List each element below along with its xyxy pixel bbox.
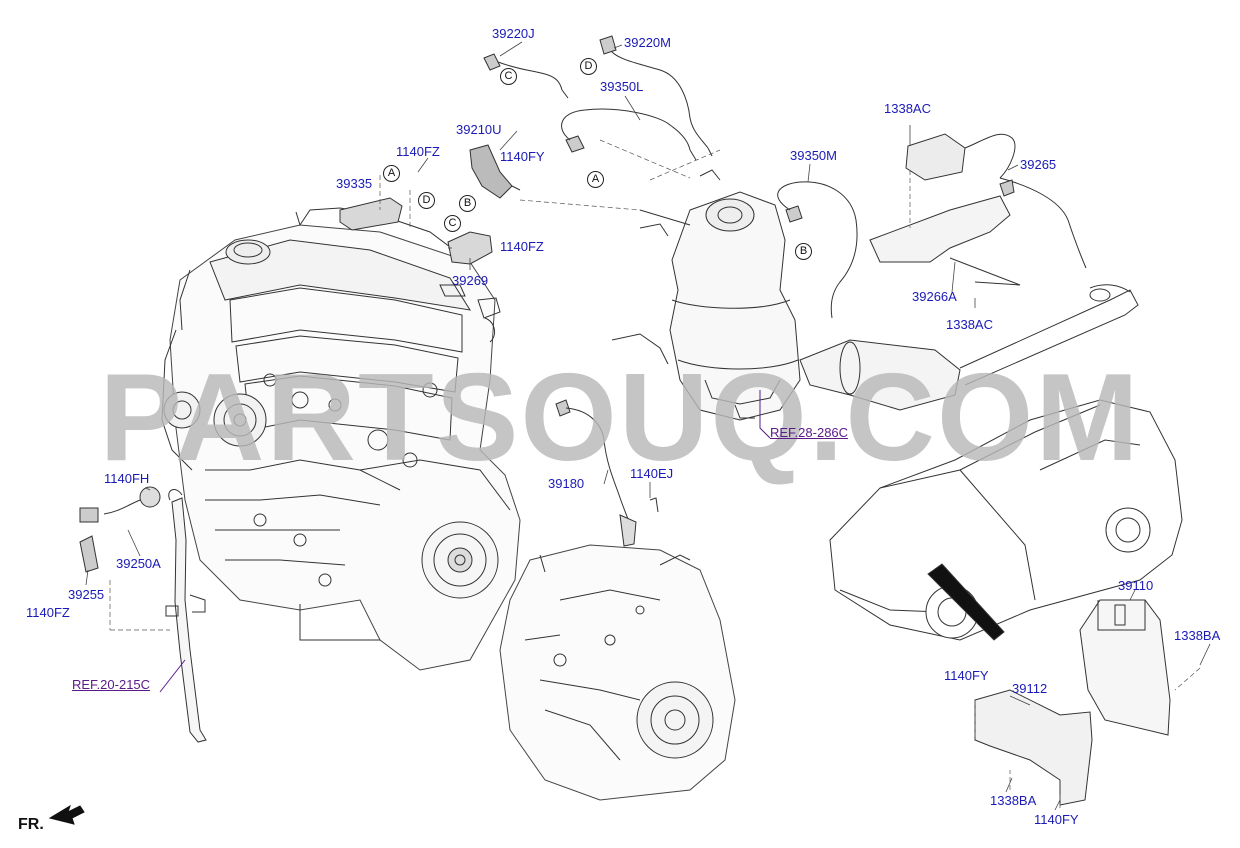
oxygen-sensor-39220M	[599, 35, 713, 157]
nox-sensor-39265	[905, 133, 1087, 269]
label-39266a[interactable]: 39266A	[912, 289, 957, 304]
harness-39350M	[777, 181, 858, 319]
label-1140fh[interactable]: 1140FH	[104, 471, 150, 486]
label-39180[interactable]: 39180	[548, 476, 585, 491]
bracket-39255	[79, 535, 99, 573]
label-1338ac-bottom[interactable]: 1338AC	[946, 317, 993, 332]
callout-d-top: D	[580, 58, 597, 75]
watermark: PARTSOUQ.COM	[99, 349, 1141, 487]
label-39265[interactable]: 39265	[1020, 157, 1057, 172]
callout-b-left: B	[459, 195, 476, 212]
bracket-39335	[339, 197, 403, 231]
exhaust-pipe	[799, 284, 1139, 411]
label-39269[interactable]: 39269	[452, 273, 489, 288]
callout-a-mid: A	[587, 171, 604, 188]
label-39112[interactable]: 39112	[1012, 681, 1048, 696]
bracket-39266A	[869, 195, 1021, 286]
label-1140fy-left[interactable]: 1140FY	[944, 668, 989, 683]
label-1140fz-bottom[interactable]: 1140FZ	[26, 605, 70, 620]
label-1338ba-bottom[interactable]: 1338BA	[990, 793, 1037, 808]
label-1338ac-top[interactable]: 1338AC	[884, 101, 931, 116]
front-arrow-icon	[48, 804, 85, 825]
label-1140ej[interactable]: 1140EJ	[630, 466, 674, 481]
label-1140fy-bottom[interactable]: 1140FY	[1034, 812, 1079, 827]
label-39335[interactable]: 39335	[336, 176, 373, 191]
label-39250a[interactable]: 39250A	[116, 556, 161, 571]
label-39350m[interactable]: 39350M	[790, 148, 837, 163]
dashed-guides	[109, 139, 1201, 810]
ecu-bracket-39112	[974, 689, 1093, 806]
label-39350l[interactable]: 39350L	[600, 79, 644, 94]
label-39220m[interactable]: 39220M	[624, 35, 671, 50]
label-1140fz-mid[interactable]: 1140FZ	[500, 239, 544, 254]
leader-lines	[85, 41, 1211, 811]
catalytic-converter	[611, 169, 801, 421]
label-39110[interactable]: 39110	[1118, 578, 1154, 593]
callout-c-top: C	[500, 68, 517, 85]
sensor-39180	[555, 399, 659, 547]
callout-a-left: A	[383, 165, 400, 182]
label-39255[interactable]: 39255	[68, 587, 105, 602]
oxygen-sensor-39220J	[483, 53, 569, 99]
knock-sensor-39250A	[79, 486, 161, 523]
label-1140fz-top[interactable]: 1140FZ	[396, 144, 440, 159]
label-1338ba-right[interactable]: 1338BA	[1174, 628, 1221, 643]
ref-20-215c-link[interactable]: REF.20-215C	[72, 677, 151, 692]
callout-d-left: D	[418, 192, 435, 209]
dipstick-tube	[165, 489, 207, 743]
front-orientation-label: FR.	[18, 816, 44, 833]
transmission-assembly	[499, 544, 736, 801]
bracket-39269	[447, 231, 493, 265]
label-39220j[interactable]: 39220J	[492, 26, 535, 41]
callout-b-right: B	[795, 243, 812, 260]
ref-20-215c-pointer	[159, 659, 186, 693]
label-39210u[interactable]: 39210U	[456, 122, 502, 137]
engine-assembly	[161, 207, 521, 671]
sensor-39210U	[469, 144, 521, 199]
ref-28-286c-link[interactable]: REF.28-286C	[770, 425, 849, 440]
label-1140fy-top[interactable]: 1140FY	[500, 149, 545, 164]
ref-28-286c-pointer	[759, 390, 771, 439]
ecu-39110	[1079, 599, 1171, 736]
callout-c-left: C	[444, 215, 461, 232]
harness-39350L	[561, 108, 697, 161]
vehicle-silhouette	[829, 399, 1183, 641]
